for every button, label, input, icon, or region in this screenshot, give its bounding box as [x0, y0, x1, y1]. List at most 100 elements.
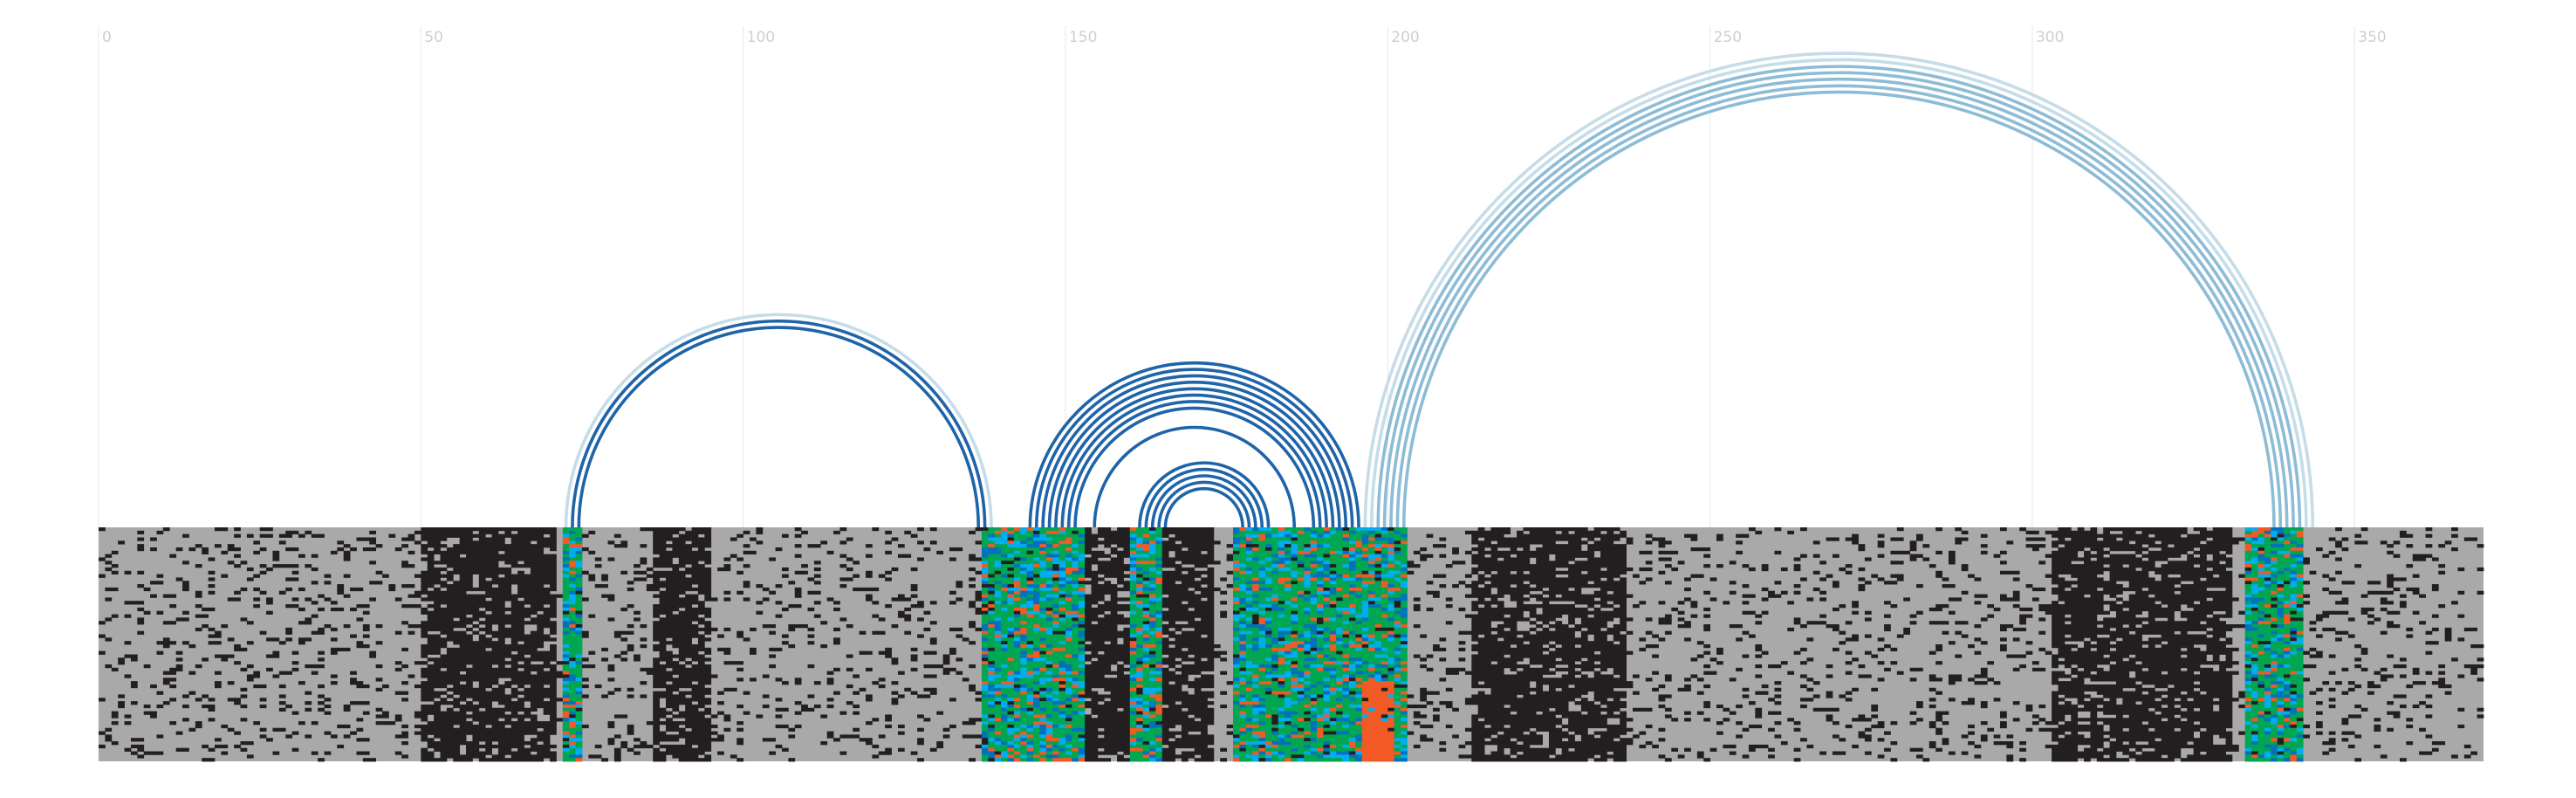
alignment-cell — [278, 533, 286, 538]
alignment-cell — [2006, 540, 2014, 545]
alignment-cell — [929, 650, 937, 655]
alignment-cell — [1896, 537, 1904, 541]
alignment-cell — [1026, 724, 1034, 729]
alignment-cell — [562, 561, 570, 565]
alignment-cell — [1001, 604, 1008, 609]
alignment-cell — [2077, 734, 2085, 746]
alignment-cell — [1168, 570, 1175, 629]
alignment-cell — [1317, 544, 1324, 548]
alignment-cell — [2052, 550, 2059, 585]
alignment-cell — [2058, 547, 2066, 574]
alignment-cell — [1065, 537, 1072, 545]
alignment-cell — [1291, 630, 1298, 635]
alignment-cell — [1078, 691, 1086, 695]
alignment-cell — [446, 701, 454, 705]
alignment-cell — [1387, 597, 1395, 602]
alignment-cell — [1264, 694, 1272, 715]
alignment-cell — [885, 714, 892, 722]
alignment-cell — [1793, 650, 1801, 655]
alignment-cell — [1477, 587, 1485, 605]
alignment-cell — [285, 671, 292, 675]
alignment-cell — [1677, 754, 1685, 759]
alignment-cell — [272, 727, 280, 732]
alignment-cell — [1239, 570, 1247, 574]
alignment-cell — [401, 724, 408, 729]
alignment-cell — [311, 533, 319, 538]
alignment-cell — [2038, 604, 2046, 612]
alignment-cell — [105, 664, 113, 669]
alignment-cell — [1033, 667, 1040, 672]
alignment-cell — [994, 637, 1002, 642]
alignment-cell — [1258, 567, 1266, 572]
alignment-cell — [1239, 678, 1247, 682]
alignment-cell — [1355, 624, 1363, 635]
alignment-cell — [620, 570, 628, 574]
alignment-cell — [1368, 707, 1375, 712]
alignment-cell — [1161, 624, 1169, 635]
alignment-cell — [1348, 557, 1356, 561]
alignment-cell — [1123, 597, 1131, 602]
alignment-cell — [240, 667, 248, 672]
alignment-cell — [472, 704, 480, 722]
alignment-cell — [2135, 744, 2142, 752]
alignment-cell — [569, 701, 576, 705]
alignment-cell — [569, 627, 576, 632]
alignment-cell — [2064, 701, 2072, 715]
alignment-cell — [1072, 581, 1079, 585]
alignment-cell — [2141, 724, 2149, 742]
alignment-cell — [1974, 637, 1982, 642]
alignment-cell — [1013, 610, 1021, 615]
alignment-cell — [1117, 711, 1124, 752]
alignment-cell — [891, 657, 899, 665]
alignment-cell — [1136, 550, 1144, 555]
alignment-cell — [1394, 681, 1401, 685]
alignment-cell — [504, 758, 512, 762]
alignment-cell — [1401, 647, 1408, 662]
sequence-alignment-heatmap — [99, 527, 2484, 762]
alignment-cell — [1045, 678, 1053, 682]
alignment-cell — [1587, 530, 1595, 541]
alignment-cell — [813, 590, 821, 595]
alignment-cell — [459, 527, 467, 555]
alignment-cell — [1052, 550, 1059, 555]
alignment-cell — [1026, 544, 1034, 548]
alignment-cell — [1394, 581, 1401, 588]
alignment-cell — [697, 654, 705, 709]
alignment-cell — [143, 704, 151, 709]
alignment-cell — [1252, 747, 1259, 752]
alignment-cell — [2148, 550, 2155, 572]
alignment-cell — [1007, 637, 1015, 658]
alignment-cell — [1285, 554, 1291, 558]
alignment-cell — [350, 607, 357, 612]
alignment-cell — [1593, 654, 1601, 662]
alignment-cell — [1658, 601, 1666, 605]
alignment-cell — [285, 587, 292, 592]
alignment-cell — [1245, 724, 1253, 729]
alignment-cell — [1348, 721, 1356, 726]
alignment-cell — [1033, 754, 1040, 759]
alignment-cell — [1580, 550, 1588, 558]
alignment-cell — [343, 724, 351, 729]
alignment-cell — [988, 758, 996, 762]
alignment-cell — [1329, 574, 1337, 578]
alignment-cell — [1033, 527, 1040, 532]
alignment-cell — [1839, 630, 1846, 635]
alignment-cell — [1336, 714, 1343, 719]
alignment-cell — [1380, 564, 1388, 568]
alignment-cell — [1387, 530, 1395, 538]
alignment-cell — [1536, 594, 1543, 602]
alignment-cell — [1052, 647, 1059, 652]
alignment-cell — [988, 533, 996, 538]
alignment-cell — [1020, 738, 1028, 742]
alignment-cell — [1168, 641, 1175, 645]
alignment-cell — [1336, 637, 1343, 642]
alignment-cell — [446, 570, 454, 581]
alignment-cell — [497, 577, 505, 678]
alignment-cell — [1001, 587, 1008, 592]
alignment-cell — [1968, 698, 1975, 705]
alignment-cell — [807, 590, 815, 595]
alignment-cell — [1252, 664, 1259, 669]
alignment-cell — [1285, 664, 1291, 672]
alignment-cell — [1142, 744, 1150, 752]
alignment-cell — [994, 621, 1002, 632]
